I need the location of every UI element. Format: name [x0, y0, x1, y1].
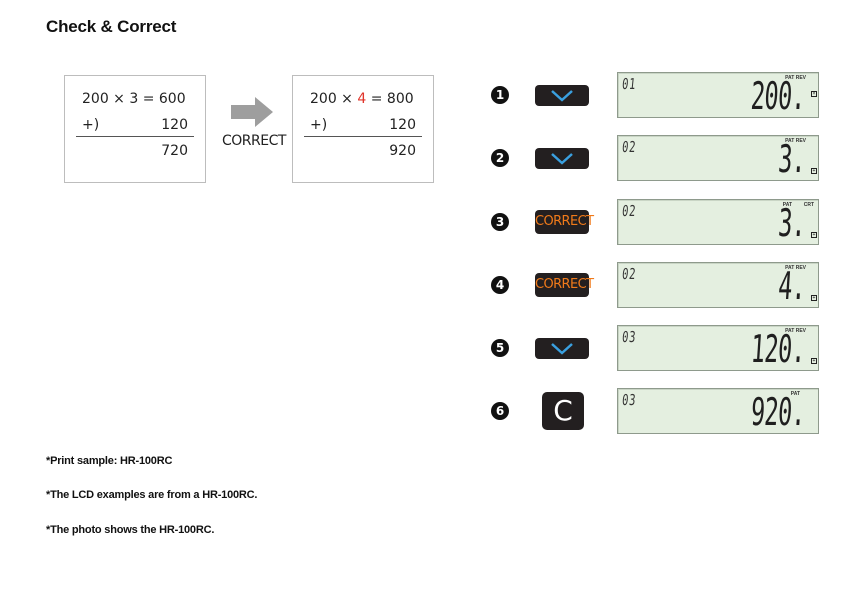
step-2: 2 02 PAT REV 3. + — [491, 134, 821, 182]
footnote-lcd: *The LCD examples are from a HR-100RC. — [46, 489, 258, 501]
lcd-symbol: + — [811, 295, 817, 301]
tape-line-2-value: 120 — [161, 117, 188, 133]
lcd-value: 3. — [777, 137, 808, 181]
tape-line-1-text: 200 × 4 = 800 — [310, 89, 414, 109]
lcd-value: 120. — [750, 327, 808, 371]
footnote-photo: *The photo shows the HR-100RC. — [46, 524, 215, 536]
lcd-value: 920. — [750, 390, 808, 434]
lcd-indicator: PAT — [790, 391, 800, 397]
page-title: Check & Correct — [46, 17, 177, 36]
chevron-down-icon — [551, 153, 573, 165]
lcd-display: 02 PAT REV 4. + — [617, 262, 819, 308]
tape-line-2-op: +) — [82, 117, 100, 133]
lcd-indicator: PAT REV — [785, 265, 806, 271]
lcd-value: 200. — [750, 74, 808, 118]
lcd-indicator: PAT REV — [785, 138, 806, 144]
lcd-symbol: × — [811, 91, 817, 97]
tape-line-1-post: = 800 — [366, 91, 414, 107]
lcd-value: 3. — [777, 201, 808, 245]
tape-line-2: +) 120 — [82, 115, 188, 135]
corrected-digit: 4 — [357, 91, 367, 107]
check-down-key[interactable] — [535, 338, 589, 359]
lcd-display: 02 PAT REV 3. + — [617, 135, 819, 181]
correct-key[interactable]: CORRECT — [535, 273, 594, 297]
lcd-indicator-crt: CRT — [803, 202, 814, 208]
step-number: 5 — [491, 339, 509, 357]
lcd-item-number: 02 — [621, 265, 638, 283]
lcd-display: 03 PAT REV 120. + — [617, 325, 819, 371]
lcd-symbol: + — [811, 168, 817, 174]
print-sample-before: 200 × 3 = 600 +) 120 720 — [64, 75, 206, 183]
lcd-item-number: 03 — [621, 328, 638, 346]
right-arrow-icon — [231, 97, 273, 127]
step-5: 5 03 PAT REV 120. + — [491, 324, 821, 372]
tape-line-2: +) 120 — [310, 115, 416, 135]
lcd-item-number: 01 — [621, 75, 638, 93]
tape-total: 720 — [82, 141, 188, 161]
arrow-caption: CORRECT — [222, 133, 286, 149]
tape-line-1: 200 × 3 = 600 — [82, 89, 188, 109]
step-1: 1 01 PAT REV 200. × — [491, 71, 821, 119]
clear-key[interactable]: C — [542, 392, 584, 430]
tape-line-2-op: +) — [310, 117, 328, 133]
tape-total: 920 — [310, 141, 416, 161]
tape-line-2-value: 120 — [389, 117, 416, 133]
footnote-print-sample: *Print sample: HR-100RC — [46, 455, 173, 467]
lcd-display: 03 PAT 920. — [617, 388, 819, 434]
lcd-item-number: 03 — [621, 391, 638, 409]
tape-line-1-text: 200 × 3 = 600 — [82, 91, 186, 107]
lcd-symbol: + — [811, 232, 817, 238]
step-3: 3 CORRECT 02 PAT CRT 3. + — [491, 198, 821, 246]
lcd-display: 02 PAT CRT 3. + — [617, 199, 819, 245]
print-sample-after: 200 × 4 = 800 +) 120 920 — [292, 75, 434, 183]
tape-total-value: 920 — [389, 143, 416, 159]
step-number: 2 — [491, 149, 509, 167]
lcd-item-number: 02 — [621, 202, 638, 220]
lcd-item-number: 02 — [621, 138, 638, 156]
step-number: 6 — [491, 402, 509, 420]
tape-rule — [304, 136, 422, 137]
chevron-down-icon — [551, 90, 573, 102]
lcd-display: 01 PAT REV 200. × — [617, 72, 819, 118]
lcd-indicator: PAT REV — [785, 75, 806, 81]
lcd-symbol: + — [811, 358, 817, 364]
check-down-key[interactable] — [535, 148, 589, 169]
chevron-down-icon — [551, 343, 573, 355]
step-4: 4 CORRECT 02 PAT REV 4. + — [491, 261, 821, 309]
lcd-indicator: PAT REV — [785, 328, 806, 334]
step-number: 4 — [491, 276, 509, 294]
correct-key[interactable]: CORRECT — [535, 210, 594, 234]
tape-line-1: 200 × 4 = 800 — [310, 89, 416, 109]
tape-total-value: 720 — [161, 143, 188, 159]
lcd-value: 4. — [777, 264, 808, 308]
check-down-key[interactable] — [535, 85, 589, 106]
step-number: 3 — [491, 213, 509, 231]
step-number: 1 — [491, 86, 509, 104]
step-6: 6 C 03 PAT 920. — [491, 387, 821, 435]
tape-line-1-pre: 200 × — [310, 91, 358, 107]
lcd-indicator-pat: PAT — [782, 202, 792, 208]
tape-rule — [76, 136, 194, 137]
